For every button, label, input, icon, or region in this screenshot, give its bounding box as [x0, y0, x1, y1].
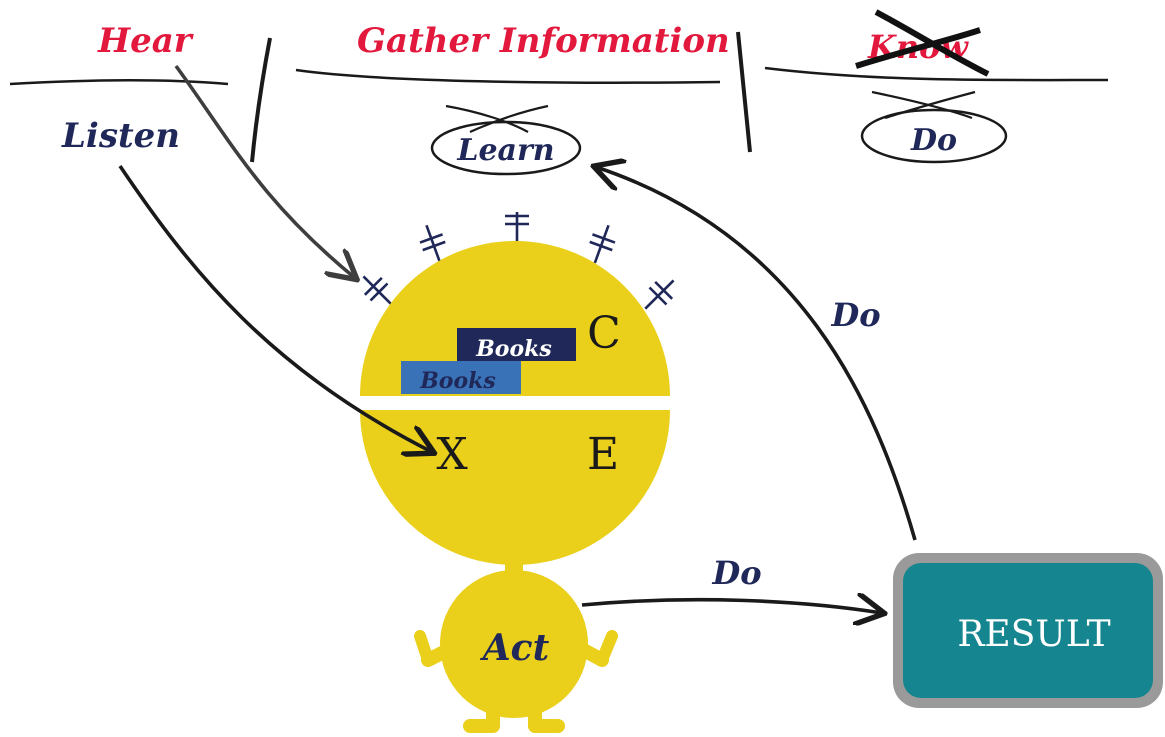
left-hand: [414, 630, 434, 666]
right-hand: [596, 630, 618, 666]
result-box: RESULT: [893, 553, 1163, 708]
listen-label: Listen: [61, 116, 180, 156]
result-fill: [903, 563, 1153, 698]
know-strike-2: [855, 27, 981, 69]
arrow-result-to-learn: [596, 167, 917, 541]
letter-c: C: [587, 308, 621, 359]
learn-oval: [430, 120, 582, 176]
arrow-listen-to-x: [118, 164, 432, 452]
head-bottom-half: [360, 410, 670, 565]
arrow-hear-to-head: [174, 64, 355, 278]
book-bottom-label: Books: [419, 368, 496, 394]
do-right-label: Do: [830, 296, 880, 334]
learn-cross: [445, 104, 549, 134]
divider-left: [250, 37, 272, 163]
gather-information-label: Gather Information: [357, 21, 730, 61]
do-cross: [871, 90, 976, 120]
know-underline: [764, 66, 1109, 82]
do-bottom-label: Do: [711, 554, 761, 592]
book-top: [457, 328, 576, 361]
arrow-act-to-result: [581, 600, 882, 613]
divider-right: [736, 31, 752, 153]
hear-underline: [9, 78, 229, 86]
letter-x: X: [436, 429, 468, 480]
result-label: RESULT: [957, 614, 1110, 655]
hear-label: Hear: [97, 21, 194, 61]
gather-underline: [295, 68, 721, 84]
header-section: Hear Gather Information Know: [9, 9, 1109, 163]
letter-e: E: [587, 429, 619, 480]
learn-label: Learn: [456, 133, 554, 168]
learn-oval-group: Learn: [430, 104, 582, 176]
book-top-label: Books: [475, 336, 552, 362]
act-label: Act: [480, 627, 550, 669]
body-circle: [440, 570, 588, 718]
book-bottom: [401, 361, 521, 394]
character: Books Books C X E Act: [360, 212, 675, 733]
do-oval-group: Do: [860, 90, 1008, 164]
do-oval: [860, 108, 1008, 164]
do-top-label: Do: [910, 123, 957, 158]
head-top-half: [360, 241, 670, 396]
antennas: [362, 212, 675, 310]
